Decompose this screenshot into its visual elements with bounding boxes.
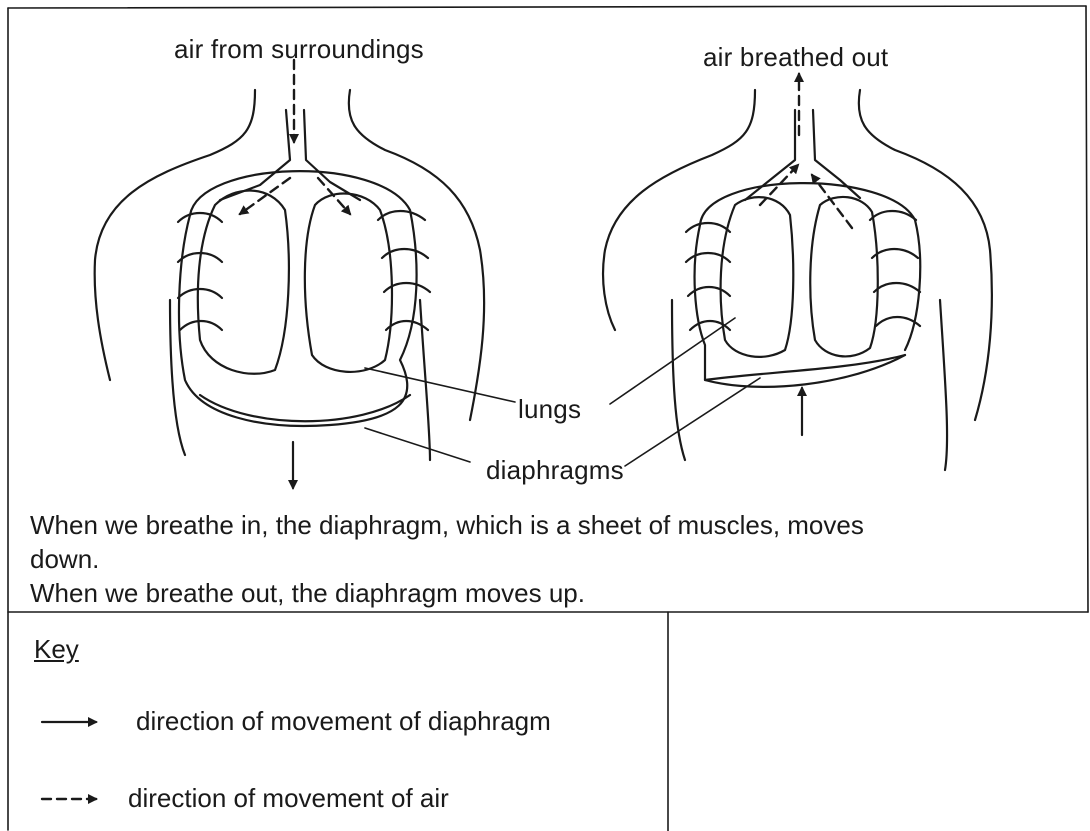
air-out-label: air breathed out [703, 42, 888, 73]
air-in-label: air from surroundings [174, 34, 424, 65]
caption-line-3: When we breathe out, the diaphragm moves… [30, 576, 1060, 610]
breathing-in-figure [95, 60, 484, 488]
breathing-out-figure [603, 74, 992, 470]
diaphragms-label: diaphragms [486, 455, 624, 486]
right-body-outline [603, 90, 992, 470]
key-item-dashed: direction of movement of air [128, 783, 449, 814]
right-lung-right [810, 197, 878, 356]
lungs-label: lungs [518, 394, 581, 425]
right-ribs-left [686, 223, 730, 330]
left-rib-cage [179, 171, 417, 426]
caption-line-1: When we breathe in, the diaphragm, which… [30, 508, 1060, 542]
caption: When we breathe in, the diaphragm, which… [30, 508, 1060, 610]
left-ribs-left [178, 213, 222, 330]
key-title: Key [34, 634, 79, 665]
leader-lines [365, 318, 760, 466]
caption-line-2: down. [30, 542, 1060, 576]
left-lung-left [198, 191, 289, 374]
left-trachea [220, 110, 360, 200]
key-item-solid: direction of movement of diaphragm [136, 706, 551, 737]
right-lung-left [721, 197, 794, 357]
